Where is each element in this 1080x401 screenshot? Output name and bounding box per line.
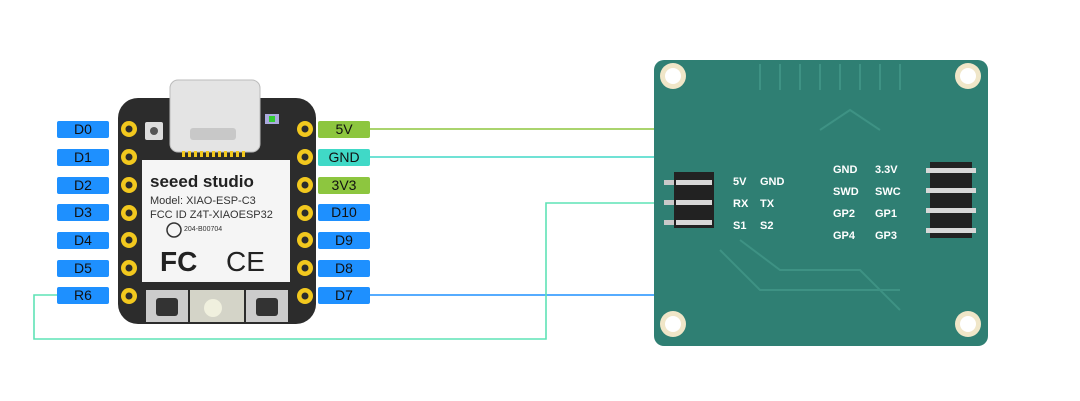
module-label-swd: SWD [833, 186, 859, 198]
module-board [654, 60, 988, 346]
module-label-5v: 5V [733, 176, 747, 188]
module-label-gp1: GP1 [875, 208, 898, 220]
module-label-swc: SWC [875, 186, 901, 198]
brand-label: seeed studio [150, 172, 254, 191]
wire-5v [370, 128, 681, 183]
module-label-gp2: GP2 [833, 208, 856, 220]
module-label-s1: S1 [733, 220, 747, 232]
module-label-rx: RX [733, 198, 749, 210]
module-label-3v3: 3.3V [875, 164, 898, 176]
right-header [926, 162, 976, 238]
usb-pins [182, 151, 245, 157]
pin-label-d1: D1 [57, 149, 109, 166]
left-header [664, 172, 714, 228]
model-label: Model: XIAO-ESP-C3 [150, 195, 256, 207]
fc-mark: FC [160, 246, 198, 277]
wire-r6 [33, 202, 680, 340]
pin-label-d8: D8 [318, 260, 370, 277]
wire-d7 [370, 207, 699, 296]
cert-icon [166, 222, 182, 238]
pin-label-3v3: 3V3 [318, 177, 370, 194]
pin-label-5v: 5V [318, 121, 370, 138]
pin-label-d9: D9 [318, 232, 370, 249]
module-label-gp4: GP4 [833, 230, 856, 242]
wire-gnd [370, 156, 699, 183]
pin-label-r6: R6 [57, 287, 109, 304]
pin-label-d4: D4 [57, 232, 109, 249]
pin-label-d5: D5 [57, 260, 109, 277]
module-label-gp3: GP3 [875, 230, 898, 242]
mounting-holes [660, 63, 981, 337]
pin-label-d7: D7 [318, 287, 370, 304]
module-label-s2: S2 [760, 220, 774, 232]
cert-label: 204-B00704 [184, 226, 223, 233]
fcc-label: FCC ID Z4T-XIAOESP32 [150, 209, 273, 221]
pin-label-d10: D10 [318, 204, 370, 221]
pin-label-gnd: GND [318, 149, 370, 166]
pin-label-d0: D0 [57, 121, 109, 138]
module-label-gnd-r: GND [833, 164, 858, 176]
right-pads [297, 121, 313, 304]
pin-label-d3: D3 [57, 204, 109, 221]
pin-label-d2: D2 [57, 177, 109, 194]
usb-c-connector [169, 79, 261, 153]
module-label-tx: TX [760, 198, 775, 210]
xiao-board [118, 79, 316, 324]
ce-mark: CE [226, 246, 265, 277]
left-pads [121, 121, 137, 304]
module-label-gnd: GND [760, 176, 785, 188]
